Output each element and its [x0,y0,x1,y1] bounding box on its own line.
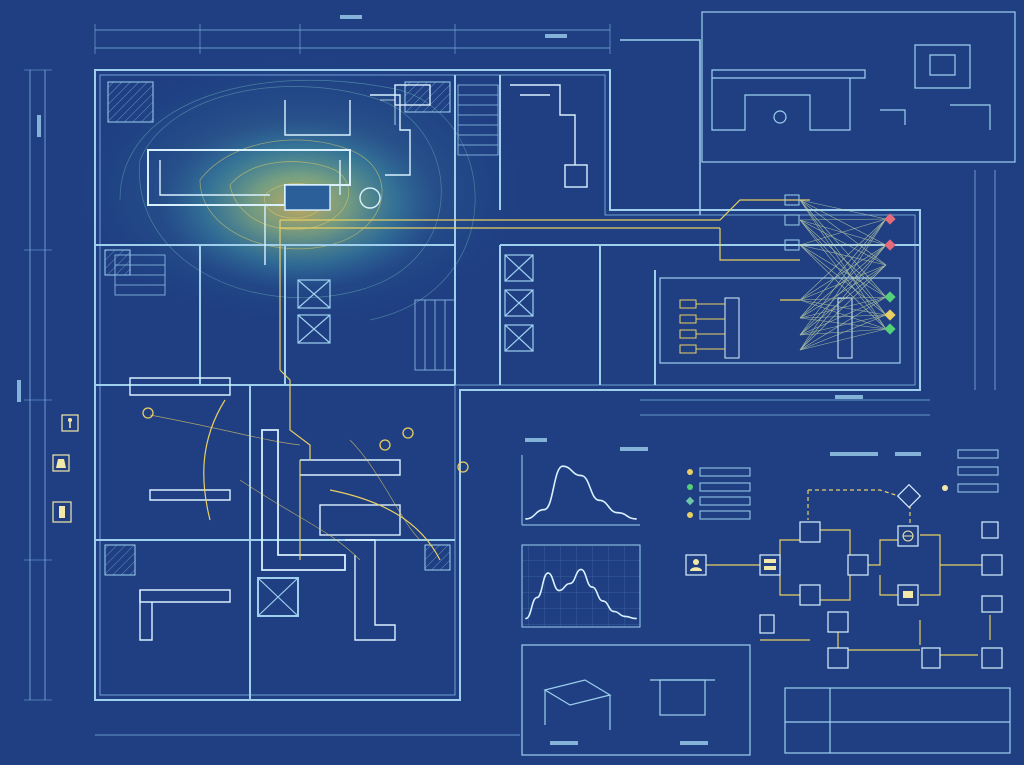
network-link [799,218,887,246]
chart-2-point [536,596,538,599]
network-link [799,199,887,298]
network-link [799,199,887,316]
network-link [799,199,887,220]
network-link [799,264,887,301]
annotation-tags [17,15,921,745]
network-link [799,328,887,351]
network-link [799,199,887,330]
safety-icons [52,407,914,598]
network-link [799,199,887,246]
camera-icon [903,591,913,598]
network-link [799,218,887,351]
structural-columns [104,81,451,576]
network-link [799,219,887,316]
person-icon [61,414,79,432]
network-link [799,328,887,336]
network-node [884,239,896,251]
chart-1-series-line [525,465,637,520]
chart-1-point [543,508,546,511]
network-link [799,296,887,351]
chart-1-point [635,518,637,520]
network-link [799,264,887,336]
stairs [114,84,499,371]
network-nodes [884,213,896,335]
network-link [799,218,887,221]
network-link [799,244,887,330]
chart-2-point [602,600,604,602]
network-link [799,299,887,330]
network-link [799,244,887,266]
network-link [799,314,887,351]
chart-1-point [561,465,564,468]
network-link [799,218,887,319]
network-link [799,314,887,336]
network-link [799,244,887,351]
chart-panel [521,455,641,628]
network-link [799,296,887,301]
network-link [799,264,887,319]
server-icon [764,559,776,570]
chart-1-point [525,518,527,520]
chart-2-point [580,568,582,571]
chart-1-point [598,499,601,502]
chart-2-point [525,617,527,620]
network-link [799,218,887,336]
server-room [659,194,901,364]
chart-1-point [580,474,582,477]
chart-2-frame [521,544,641,628]
chart-2-point [613,610,615,613]
chart-2-point [635,617,637,620]
chart-2-point [547,572,549,574]
fan-icon [902,530,914,542]
network-link [799,244,887,301]
network-link [799,219,887,330]
flow-diagram [685,483,1003,669]
network-link [799,244,887,298]
chart-2-point [624,615,626,618]
detail-frame-top [701,11,1016,163]
user-icon [690,559,702,571]
chart-2-point [591,586,593,588]
legend-list [685,449,999,520]
fire-extinguisher-icon [52,501,72,523]
network-link [799,219,887,298]
gear-icon [142,407,469,473]
electrical-wiring [149,199,810,561]
network-link [799,244,887,319]
network-link [799,218,887,301]
chart-2-point [569,582,571,585]
network-link [799,314,887,319]
elevator-shafts [257,254,534,617]
hvac-ducts [129,84,588,641]
network-node [884,213,896,225]
dimension-lines [24,24,996,736]
network-node [884,323,896,335]
network-node [884,291,896,303]
detail-frame-bottom [521,644,1011,756]
chart-1-axes [521,455,640,526]
flask-icon [52,454,70,472]
chart-2-point [558,589,560,592]
network-node [884,309,896,321]
network-link [799,244,887,336]
chart-1-point [616,511,619,514]
network-link [799,264,887,351]
